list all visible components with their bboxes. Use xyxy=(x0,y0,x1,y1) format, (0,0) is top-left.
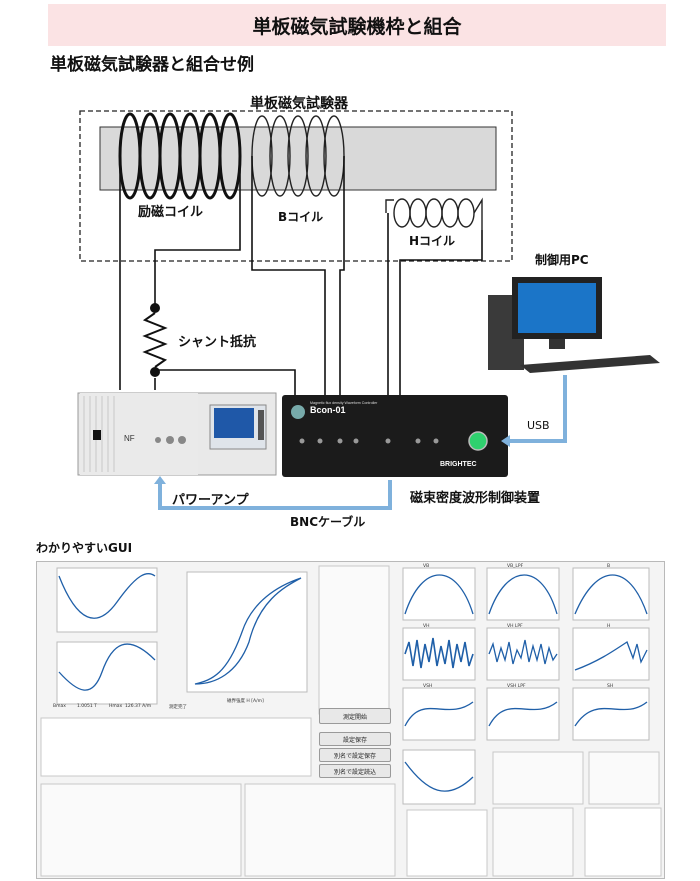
tester-label: 単板磁気試験器 xyxy=(250,96,348,112)
plot-title-vh: VH xyxy=(423,624,430,629)
specimen-sheet xyxy=(99,126,497,191)
diagram-heading: 単板磁気試験器と組合せ例 xyxy=(50,55,254,75)
bnc-label: BNCケーブル xyxy=(290,515,366,529)
controller-model-text: Bcon-01 xyxy=(310,405,346,415)
load-settings-button[interactable]: 別名で設定読込 xyxy=(319,764,391,778)
plot-title-h: H xyxy=(607,624,611,629)
waveform-controller-box xyxy=(282,395,508,477)
h-coil-label: Hコイル xyxy=(409,234,456,248)
title-banner: 単板磁気試験機枠と組合 xyxy=(48,4,666,46)
measure-start-button[interactable]: 測定開始 xyxy=(319,708,391,724)
usb-cable xyxy=(510,375,567,443)
plot-title-vb: VB xyxy=(423,564,430,569)
shunt-resistor xyxy=(142,312,168,368)
amp-label: パワーアンプ xyxy=(172,493,249,508)
amp-brand-text: NF xyxy=(124,434,135,443)
control-pc xyxy=(488,277,660,373)
controller-brand-text: BRIGHTEC xyxy=(440,461,477,468)
bmax-value: 1.0051 T xyxy=(77,704,97,709)
banner-title: 単板磁気試験機枠と組合 xyxy=(252,15,462,38)
bnc-cable xyxy=(158,480,392,510)
status-text: 測定完了 xyxy=(169,705,187,710)
h-coil xyxy=(393,198,475,228)
xy-xlabel: 磁界強度 H [A/m] xyxy=(227,699,264,704)
plot-title-vsh: VSH xyxy=(423,684,433,689)
plot-title-vh-lpf: VH LPF xyxy=(507,624,523,629)
plot-title-vb-lpf: VB_LPF xyxy=(507,564,524,569)
pc-label: 制御用PC xyxy=(535,253,589,267)
gui-plots xyxy=(40,565,662,877)
hmax-label: Hmax xyxy=(109,704,123,709)
save-as-button[interactable]: 別名で設定保存 xyxy=(319,748,391,762)
save-settings-button[interactable]: 設定保存 xyxy=(319,732,391,746)
plot-title-vsh-lpf: VSH LPF xyxy=(507,684,526,689)
shunt-label: シャント抵抗 xyxy=(178,335,257,350)
excitation-coil-label: 励磁コイル xyxy=(138,205,204,220)
gui-screenshot: Bmax 1.0051 T Hmax 126.37 A/m 測定完了 磁界強度 … xyxy=(36,561,665,879)
controller-label: 磁束密度波形制御装置 xyxy=(410,491,541,506)
hmax-value: 126.37 A/m xyxy=(125,704,152,709)
b-coil xyxy=(251,115,345,197)
bmax-label: Bmax xyxy=(53,704,66,709)
tester-enclosure xyxy=(79,110,513,262)
plot-title-b: B xyxy=(607,564,611,569)
plot-title-sh: SH xyxy=(607,684,614,689)
wiring-diagram: NF Bcon-01 Magnetic flux density Wavefor… xyxy=(77,110,660,510)
gui-heading: わかりやすいGUI xyxy=(36,541,133,555)
usb-label: USB xyxy=(527,419,550,432)
b-coil-label: Bコイル xyxy=(278,210,324,224)
controller-subtitle-text: Magnetic flux density Waveform Controlle… xyxy=(310,401,378,405)
power-amplifier xyxy=(77,392,277,476)
excitation-coil xyxy=(118,112,242,200)
